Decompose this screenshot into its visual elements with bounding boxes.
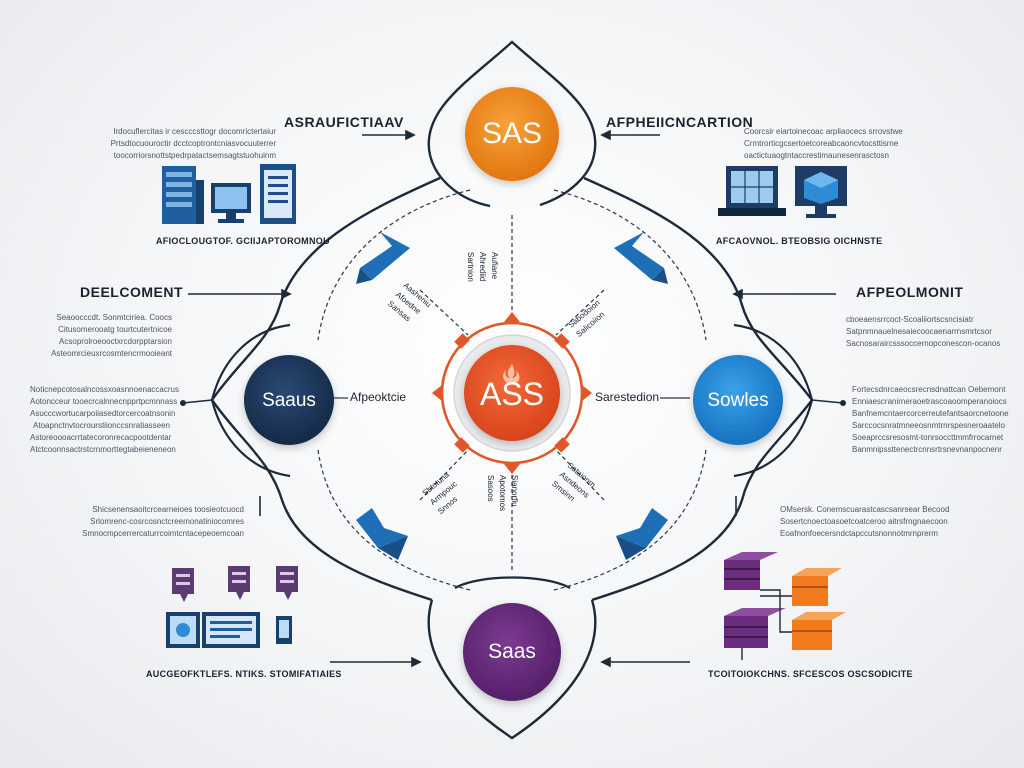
caption-top-left: AFIOCLOUGTOF. GCIIJAPTOROMNOU <box>156 236 330 246</box>
ribbon-arrow-icon <box>614 232 668 284</box>
dashed-connector <box>317 189 471 341</box>
left-node-frame <box>210 323 291 401</box>
dashed-connector <box>553 189 707 341</box>
dashed-connector <box>553 449 707 591</box>
node-left <box>244 355 334 445</box>
heading-mid-left: DEELCOMENT <box>80 284 183 300</box>
paragraph-left-3: Shicsenensaoitcrcearneioes toosieotcuocd… <box>82 505 244 538</box>
spoke-label: Aufiane Ahrediid Sartnion <box>466 252 499 282</box>
paragraph-top-right: Coorcsir eiartoinecoac arpliaocecs srrov… <box>744 127 903 160</box>
flame-icon <box>503 364 520 384</box>
right-node-frame <box>733 399 814 478</box>
node-right-label: Sowles <box>707 390 769 411</box>
bottom-node-frame <box>454 576 571 589</box>
phone-icon <box>276 616 292 644</box>
database-cube-icon <box>792 612 846 650</box>
node-top <box>465 87 559 181</box>
spoke-dashed <box>555 289 605 336</box>
database-cube-icon <box>724 608 786 648</box>
arrow <box>600 656 690 668</box>
connector-line <box>811 399 844 404</box>
arrow <box>362 129 416 141</box>
node-left-label: Saaus <box>262 390 316 411</box>
ribbon-arrow-icon <box>356 508 408 560</box>
paragraph-left-2: Noticnepcotosalncossxoasnnoenaccacrus Ao… <box>30 385 179 454</box>
caption-bottom-left: AUCGEOFKTLEFS. NTIKS. STOMIFATIAIES <box>146 669 342 679</box>
paragraph-right-3: OMsersk. Conemscuarastcascsanrsear Becoo… <box>780 505 950 538</box>
cube-monitor-icon <box>795 166 847 218</box>
monitor-icon <box>211 183 251 223</box>
document-screen-icon <box>260 164 296 224</box>
spoke-dashed <box>419 449 469 501</box>
chat-bubble-icon <box>172 568 194 602</box>
arrow <box>732 288 836 300</box>
monitor-icon <box>166 612 200 648</box>
server-rack-icon <box>162 166 204 224</box>
node-bottom-label: Saas <box>488 640 536 663</box>
top-node-frame <box>428 154 491 208</box>
chat-bubble-icon <box>276 566 298 600</box>
paragraph-top-left: Irdocuflercitas ir cescccsttogr docomric… <box>110 127 276 160</box>
database-cube-icon <box>792 568 842 606</box>
dashed-connector <box>317 449 471 591</box>
node-center <box>464 345 560 441</box>
ribbon-arrow-icon <box>616 508 668 560</box>
node-center-label: ASS <box>479 376 545 412</box>
connector-line <box>182 399 213 404</box>
paragraph-right-1: cboeaensrrcoct-Scoaliiortscsncisiatr Sat… <box>846 315 1001 348</box>
database-cube-icon <box>724 552 778 590</box>
node-right <box>693 355 783 445</box>
heading-top-left: ASRAUFICTIAAV <box>284 114 404 130</box>
arrow <box>330 656 422 668</box>
top-node-frame <box>427 40 597 207</box>
bottom-node-frame <box>427 599 597 740</box>
spoke-dashed <box>419 289 469 336</box>
connector-line <box>741 589 792 660</box>
arrow <box>600 129 660 141</box>
right-node-frame <box>733 323 814 401</box>
chat-bubble-icon <box>228 566 250 600</box>
center-side-label-left: Afpeoktcie <box>350 390 407 404</box>
paragraph-left-1: Seaoocccdt. Sonmtciriea. Coocs Citusomer… <box>51 313 172 358</box>
caption-top-right: AFCAOVNOL. BTEOBSIG OICHNSTE <box>716 236 883 246</box>
node-top-label: SAS <box>481 117 543 150</box>
arrow <box>188 288 292 300</box>
caption-bottom-right: TCOITOIOKCHNS. SFCESCOS OSCSODICITE <box>708 669 913 679</box>
node-bottom <box>463 603 561 701</box>
ribbon-arrow-icon <box>356 232 410 284</box>
laptop-icon <box>202 612 260 648</box>
left-node-frame <box>210 399 291 478</box>
heading-top-right: AFPHEIICNCARTION <box>606 114 754 130</box>
spoke-label: Sianorfiu Apotomos Sasoos <box>486 475 519 512</box>
paragraph-right-2: Fortecsdnrcaeocsrecnsdnattcan Oebemont E… <box>852 385 1009 454</box>
center-side-label-right: Sarestedion <box>595 390 660 404</box>
laptop-icon <box>718 166 786 216</box>
heading-mid-right: AFPEOLMONIT <box>856 284 964 300</box>
spoke-dashed <box>555 449 605 501</box>
